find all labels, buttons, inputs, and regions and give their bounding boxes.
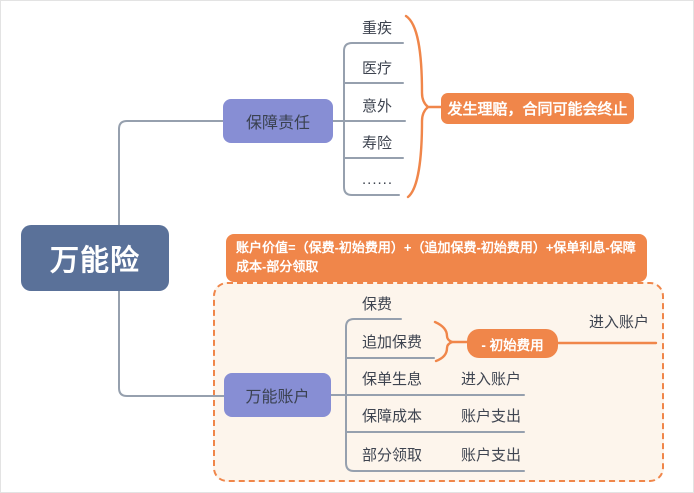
account-branch-node[interactable]: 万能账户 (224, 373, 331, 417)
coverage-item[interactable]: 重疾 (362, 20, 393, 37)
account-row-label[interactable]: 保费 (362, 296, 393, 313)
account-row-result[interactable]: 账户支出 (461, 447, 522, 464)
account-value-formula[interactable]: 账户价值=（保费-初始费用）+（追加保费-初始费用）+保单利息-保障成本-部分领… (226, 234, 647, 282)
coverage-item[interactable]: 寿险 (362, 135, 393, 152)
coverage-brace (404, 14, 430, 199)
account-tree-bracket (345, 318, 525, 472)
connector-root-to-coverage (118, 120, 224, 226)
account-row-label[interactable]: 保单生息 (362, 371, 423, 388)
account-row-label[interactable]: 追加保费 (362, 334, 423, 351)
connector-root-to-account (118, 290, 225, 397)
coverage-branch-node[interactable]: 保障责任 (223, 99, 333, 143)
coverage-item-ellipsis[interactable]: ...... (362, 171, 394, 188)
coverage-item[interactable]: 医疗 (362, 60, 393, 77)
account-row-label[interactable]: 保障成本 (362, 408, 423, 425)
fee-brace (433, 320, 456, 363)
account-row-result[interactable]: 进入账户 (461, 371, 522, 388)
coverage-item[interactable]: 意外 (362, 98, 393, 115)
initial-fee-node[interactable]: - 初始费用 (467, 329, 558, 358)
account-row-result[interactable]: 账户支出 (461, 408, 522, 425)
coverage-tree-bracket (343, 42, 404, 196)
root-node-universal-insurance[interactable]: 万能险 (21, 225, 169, 291)
account-row-label[interactable]: 部分领取 (362, 447, 423, 464)
deduction-result-label[interactable]: 进入账户 (589, 314, 650, 331)
claim-termination-note[interactable]: 发生理赔，合同可能会终止 (441, 93, 634, 124)
